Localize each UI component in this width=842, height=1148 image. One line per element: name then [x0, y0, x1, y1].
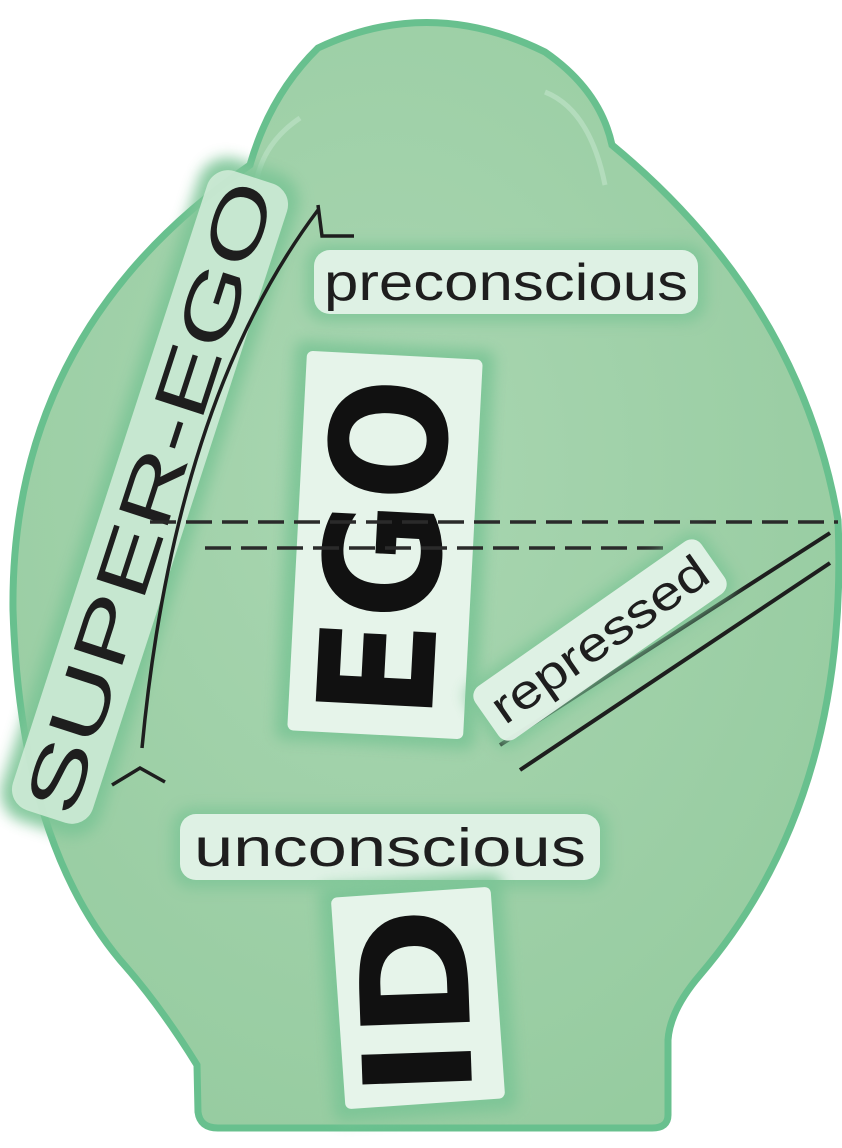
unconscious-label: unconscious: [194, 818, 586, 878]
preconscious-label-group: preconscious: [306, 244, 706, 322]
preconscious-label: preconscious: [324, 254, 688, 312]
unconscious-label-group: unconscious: [172, 808, 608, 888]
id-label: ID: [328, 904, 509, 1100]
ego-label-group: EGO: [275, 340, 496, 750]
id-label-group: ID: [318, 874, 518, 1122]
